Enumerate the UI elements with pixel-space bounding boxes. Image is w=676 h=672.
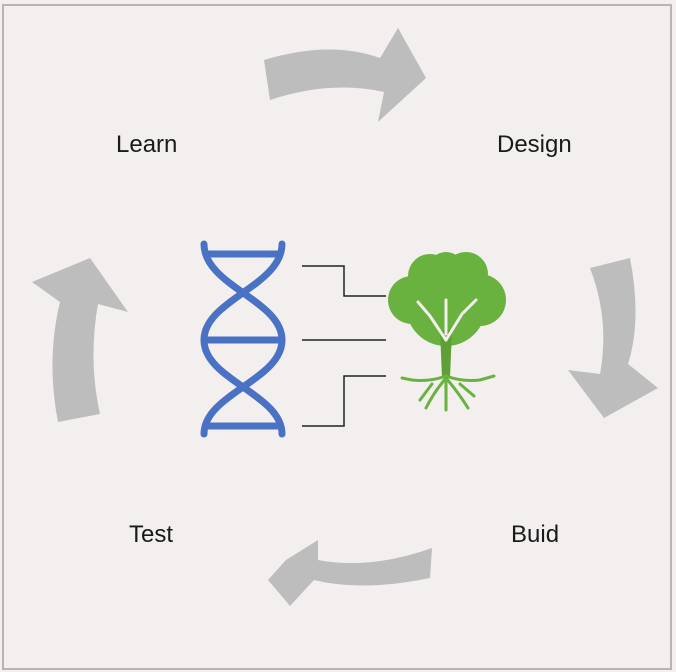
label-build: Buid	[511, 521, 560, 548]
arrow-left-icon	[32, 258, 128, 422]
label-design: Design	[497, 131, 572, 158]
arrow-top-icon	[264, 28, 426, 122]
diagram-frame	[2, 4, 672, 670]
arrow-bottom-icon	[268, 540, 432, 606]
label-learn: Learn	[116, 131, 178, 158]
arrow-right-icon	[568, 258, 658, 418]
dna-icon	[200, 240, 286, 438]
label-test: Test	[129, 521, 174, 548]
tree-icon	[388, 252, 506, 412]
connector-lines	[302, 265, 386, 427]
